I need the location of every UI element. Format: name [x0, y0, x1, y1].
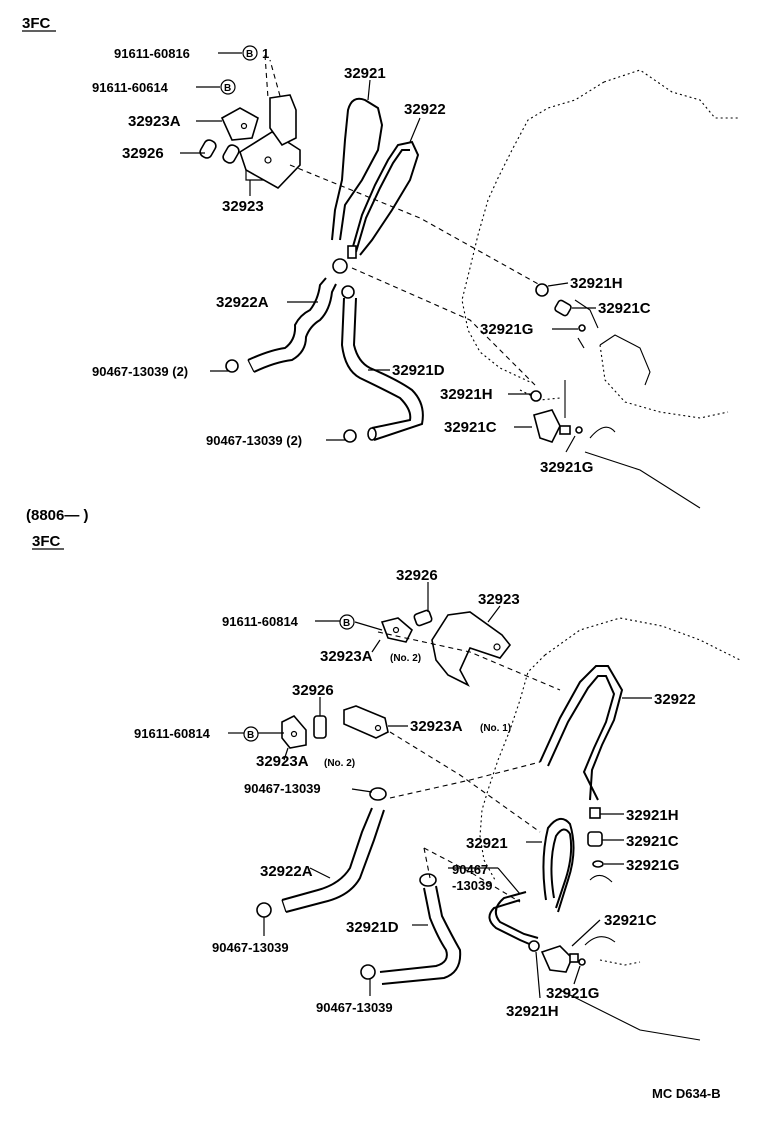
- label-32921-lower: 32921: [466, 835, 508, 852]
- label-32923A-no2-upper-sub: (No. 2): [390, 653, 421, 664]
- labels-top: 91611-60816 1 91611-60614 32923A 32926 3…: [92, 46, 651, 476]
- label-32922A: 32922A: [216, 294, 269, 311]
- label-32921G-lower: 32921G: [540, 459, 593, 476]
- label-32921C-upper: 32921C: [598, 300, 651, 317]
- fitting-32921H-upper: [535, 283, 549, 297]
- label-32921G-upper: 32921G: [480, 321, 533, 338]
- label-32921C-lower: 32921C: [444, 419, 497, 436]
- clip-90467-lower-left: [256, 902, 272, 918]
- label-90467-lower: 90467: [452, 862, 488, 877]
- hose-32921D: [340, 297, 424, 441]
- labels-bottom: 32926 32923 91611-60814 32923A (No. 2) 3…: [134, 567, 696, 1020]
- label-90467-13039-lower-bottom: 90467-13039: [316, 1000, 393, 1015]
- fitting-32921C-lower: [533, 409, 571, 443]
- label-32922A-lower: 32922A: [260, 863, 313, 880]
- fitting-32921G-lower-lower: [578, 958, 586, 966]
- label-91611-60814-lower: 91611-60814: [134, 726, 211, 741]
- hose-32922A-lower: [281, 787, 387, 913]
- label-32923A-no2-lower-sub: (No. 2): [324, 758, 355, 769]
- section-2-date-range: (8806— ): [26, 507, 89, 524]
- hose-32921-lower: [488, 817, 575, 947]
- label-32922-lower: 32922: [654, 691, 696, 708]
- bracket-32923-lower: [431, 611, 512, 687]
- label-32923A-no1-sub: (No. 1): [480, 723, 511, 734]
- bolt-symbol-2: B: [220, 79, 236, 95]
- label-32923: 32923: [222, 198, 264, 215]
- clamp-32923A-no1: [343, 705, 389, 739]
- fitting-32921G-lower-upper: [592, 860, 604, 868]
- grommet-32926: [199, 139, 240, 164]
- label-32921H-upper: 32921H: [570, 275, 623, 292]
- bolt-letter: B: [246, 49, 253, 60]
- engine-outline-top: [461, 69, 740, 509]
- fitting-32921C-lower-upper: [587, 831, 603, 847]
- label-90467-13039-bottom: 90467-13039 (2): [206, 433, 302, 448]
- leader-lines-top: [180, 52, 596, 453]
- label-91611-60814-upper: 91611-60814: [222, 614, 299, 629]
- grommet-32926-upper: [413, 609, 433, 627]
- bolt-symbol-3: B: [339, 614, 355, 630]
- fitting-32921G-upper: [577, 324, 586, 349]
- bolt-letter: B: [224, 83, 231, 94]
- leader-lines-bottom: [228, 582, 652, 999]
- label-32923A-no2-upper: 32923A: [320, 648, 373, 665]
- fitting-32921C-upper: [554, 299, 572, 317]
- bolt-symbol-4: B: [243, 726, 259, 742]
- clamp-32923A-no2-upper: [380, 617, 413, 643]
- hose-32922A: [247, 277, 337, 373]
- hose-32921D-lower: [379, 873, 462, 985]
- label-32926-upper: 32926: [396, 567, 438, 584]
- label-32921H-lower-upper: 32921H: [626, 807, 679, 824]
- clip-90467-left: [225, 359, 239, 373]
- footer-code: MC D634-B: [652, 1086, 721, 1101]
- fitting-32921H-lower: [530, 390, 542, 402]
- label-32923A-no2-lower: 32923A: [256, 753, 309, 770]
- label-32923-lower: 32923: [478, 591, 520, 608]
- label-32921H-lower: 32921H: [440, 386, 493, 403]
- fitting-32921H-lower-upper: [589, 807, 601, 819]
- label-32922: 32922: [404, 101, 446, 118]
- label-32921C-lower-lower: 32921C: [604, 912, 657, 929]
- label-32921D: 32921D: [392, 362, 445, 379]
- label-90467-13039-mid: 90467-13039: [244, 781, 321, 796]
- connector-pair: [332, 245, 357, 299]
- label-91611-60816-suffix: 1: [262, 46, 269, 61]
- bolt-letter: B: [343, 618, 350, 629]
- label-32921H-lower-lower: 32921H: [506, 1003, 559, 1020]
- label-90467-13039-lower-left: 90467-13039: [212, 940, 289, 955]
- section-1-header: 3FC: [22, 15, 51, 32]
- bracket-32923: [239, 94, 301, 190]
- label-32921C-lower-upper: 32921C: [626, 833, 679, 850]
- fitting-32921G-lower: [575, 426, 583, 434]
- label-32921G-lower-upper: 32921G: [626, 857, 679, 874]
- label-32923A: 32923A: [128, 113, 181, 130]
- label-32921G-lower-lower: 32921G: [546, 985, 599, 1002]
- label-32926-lower: 32926: [292, 682, 334, 699]
- label-32923A-no1: 32923A: [410, 718, 463, 735]
- label-32926: 32926: [122, 145, 164, 162]
- label-91611-60614: 91611-60614: [92, 80, 169, 95]
- section-2-header: 3FC: [32, 533, 61, 550]
- label-13039-lower: -13039: [452, 878, 492, 893]
- grommet-32926-lower: [313, 715, 327, 739]
- fitting-32921H-lower-lower: [528, 940, 540, 952]
- hose-32922-lower: [539, 665, 624, 801]
- label-91611-60816: 91611-60816: [114, 46, 190, 61]
- clip-90467-lower-bottom: [360, 964, 376, 980]
- clip-90467-bottom: [343, 429, 357, 443]
- hose-32922: [351, 140, 420, 256]
- label-32921D-lower: 32921D: [346, 919, 399, 936]
- label-90467-13039-left: 90467-13039 (2): [92, 364, 188, 379]
- clamp-32923A-no2-lower: [281, 715, 307, 749]
- clamp-32923A: [220, 107, 259, 141]
- bolt-symbol-1: B: [242, 45, 258, 61]
- fitting-32921C-lower-lower: [540, 945, 579, 973]
- label-32921: 32921: [344, 65, 386, 82]
- engine-outline-bottom: [479, 617, 741, 1041]
- hose-32921: [331, 97, 384, 241]
- bolt-letter: B: [247, 730, 254, 741]
